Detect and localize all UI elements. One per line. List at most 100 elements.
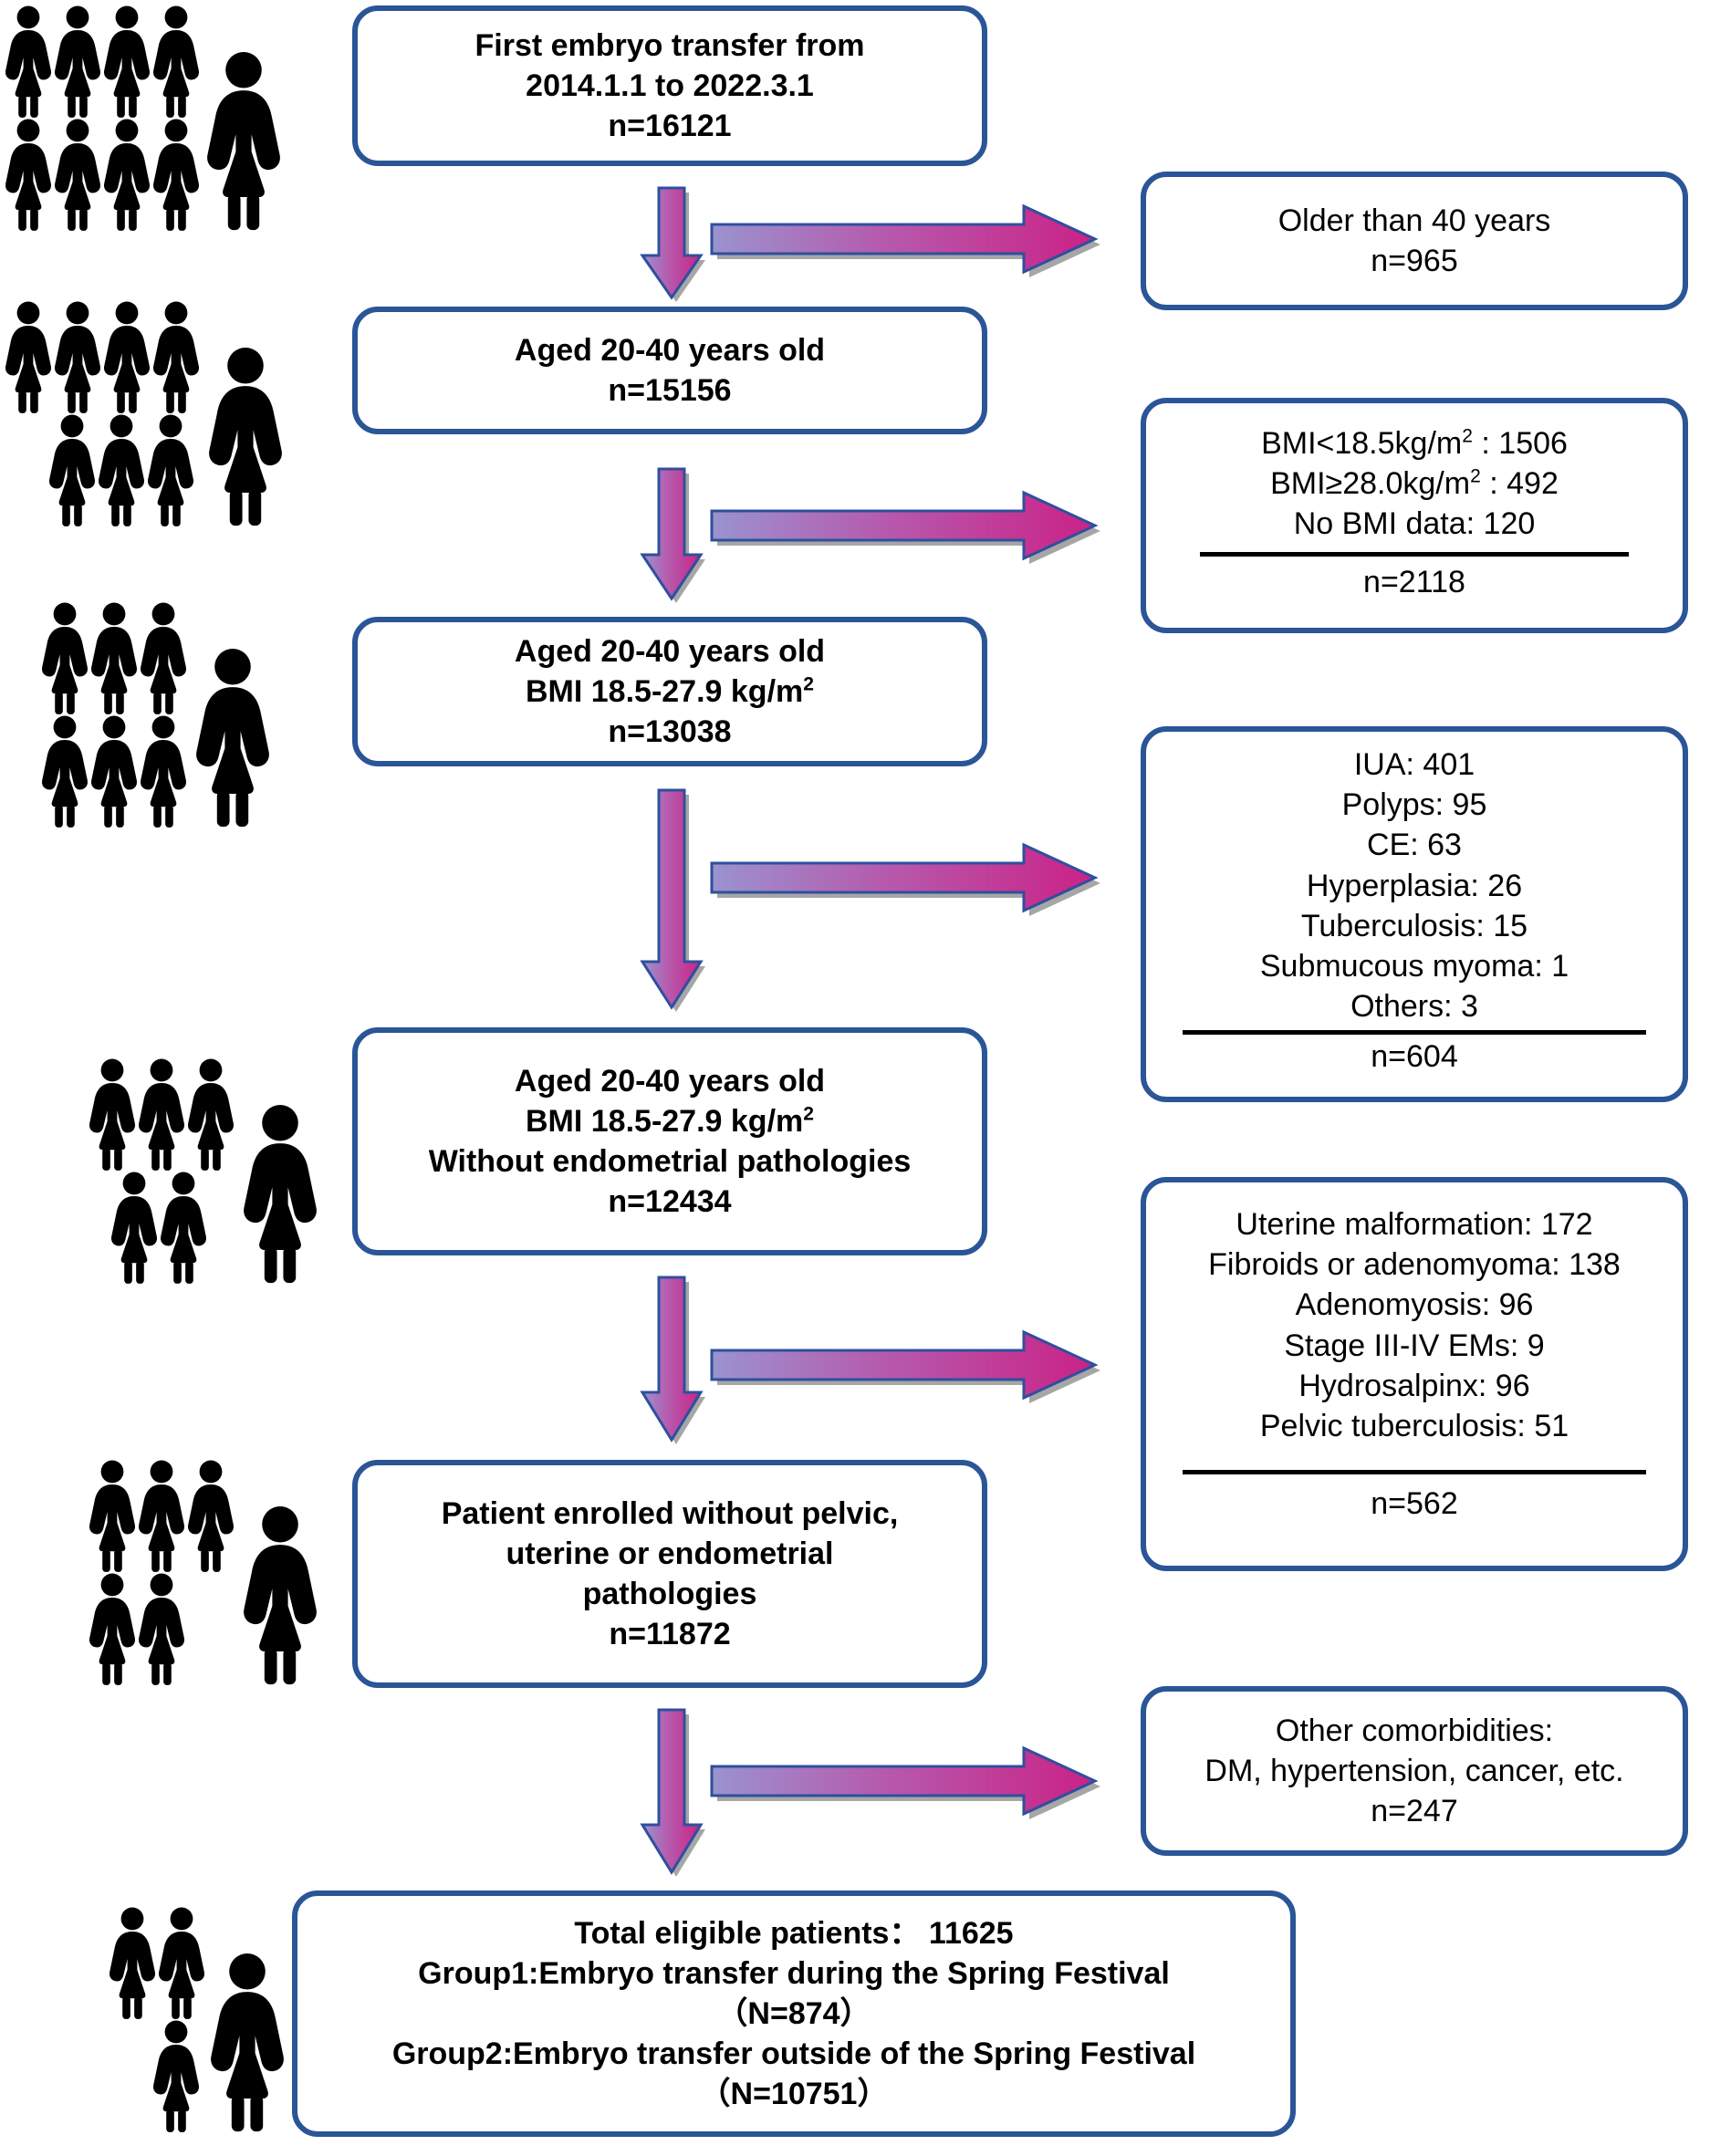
person-cluster-4 [88, 1058, 319, 1285]
exclusion-total: n=247 [1371, 1794, 1458, 1829]
person-icon [88, 1460, 137, 1573]
superscript-2: 2 [803, 1103, 814, 1125]
exclusion-item: Polyps: 95 [1341, 787, 1487, 823]
person-icon-large [208, 1953, 287, 2133]
person-icon [137, 1058, 186, 1172]
person-icon [157, 1907, 206, 2020]
person-icon-large [206, 347, 285, 527]
box-line: 2014.1.1 to 2022.3.1 [526, 68, 814, 103]
arrow-down-icon [640, 186, 705, 302]
superscript-2: 2 [1462, 425, 1473, 447]
exclusion-item: Hyperplasia: 26 [1306, 868, 1523, 903]
person-icon [108, 1907, 157, 2020]
small-figures-group [88, 1460, 235, 1686]
box-line-bmi: BMI 18.5-27.9 kg/m2 [526, 1101, 814, 1141]
person-icon [4, 5, 53, 119]
small-figures-group [88, 1058, 235, 1285]
box-count: n=16121 [608, 109, 732, 144]
person-cluster-1 [4, 5, 283, 232]
figure-row-bottom [88, 1172, 235, 1285]
main-box-first-embryo-transfer[interactable]: First embryo transfer from 2014.1.1 to 2… [352, 5, 987, 166]
box-line: Aged 20-40 years old [514, 332, 826, 368]
box-line: Aged 20-40 years old [514, 1063, 826, 1099]
arrow-right-icon [710, 1745, 1100, 1819]
figure-row-top [108, 1907, 206, 2020]
final-box-total-eligible[interactable]: Total eligible patients： 11625 Group1:Em… [292, 1890, 1296, 2137]
person-icon [53, 301, 102, 414]
figure-row-bottom [4, 119, 201, 232]
box-line-bmi-text: BMI 18.5-27.9 kg/m [526, 1103, 804, 1139]
person-icon-large [241, 1104, 319, 1285]
exclusion-box-bmi[interactable]: BMI<18.5kg/m2 : 1506 BMI≥28.0kg/m2 : 492… [1141, 398, 1688, 633]
person-icon [89, 715, 139, 828]
person-icon [53, 119, 102, 232]
exclusion-item: Submucous myoma: 1 [1259, 948, 1569, 984]
person-icon-large [204, 51, 283, 232]
main-box-aged-20-40[interactable]: Aged 20-40 years old n=15156 [352, 307, 987, 434]
person-icon [88, 1058, 137, 1172]
exclusion-box-endometrial-pathologies[interactable]: IUA: 401 Polyps: 95 CE: 63 Hyperplasia: … [1141, 726, 1688, 1102]
person-cluster-5 [88, 1460, 319, 1686]
box-line: Patient enrolled without pelvic, [441, 1495, 899, 1531]
exclusion-total: n=562 [1371, 1486, 1458, 1522]
box-line: uterine or endometrial [506, 1536, 834, 1571]
arrow-right-icon [710, 203, 1100, 277]
small-figures-group [40, 602, 188, 828]
arrow-right-icon [710, 842, 1100, 916]
final-total-line: Total eligible patients： 11625 [574, 1915, 1014, 1951]
person-icon [151, 2020, 201, 2133]
person-icon-large [193, 648, 272, 828]
exclusion-box-pelvic-uterine-pathologies[interactable]: Uterine malformation: 172 Fibroids or ad… [1141, 1177, 1688, 1571]
person-icon [89, 602, 139, 715]
arrow-down-icon [640, 788, 705, 1012]
exclusion-item: Stage III-IV EMs: 9 [1284, 1328, 1545, 1363]
main-box-aged-bmi-no-endometrial[interactable]: Aged 20-40 years old BMI 18.5-27.9 kg/m2… [352, 1027, 987, 1255]
divider-line [1200, 551, 1629, 557]
person-icon [139, 602, 188, 715]
exclusion-box-other-comorbidities[interactable]: Other comorbidities: DM, hypertension, c… [1141, 1686, 1688, 1856]
figure-row-bottom [4, 414, 201, 527]
figure-row-top [4, 301, 201, 414]
person-icon [159, 1172, 208, 1285]
figure-row-top [4, 5, 201, 119]
exclusion-item: Pelvic tuberculosis: 51 [1259, 1408, 1569, 1443]
person-icon [4, 119, 53, 232]
exclusion-item: Other comorbidities: [1275, 1713, 1554, 1748]
exclusion-item: CE: 63 [1367, 828, 1462, 863]
figure-row-bottom [88, 1573, 235, 1686]
superscript-2: 2 [1470, 465, 1481, 487]
exclusion-item: BMI≥28.0kg/m2 : 492 [1270, 465, 1559, 502]
box-count: n=13038 [608, 714, 732, 750]
main-box-aged-bmi[interactable]: Aged 20-40 years old BMI 18.5-27.9 kg/m2… [352, 617, 987, 766]
box-line: pathologies [582, 1577, 757, 1611]
person-cluster-3 [40, 602, 272, 828]
exclusion-item: Uterine malformation: 172 [1236, 1207, 1593, 1242]
exclusion-total: n=2118 [1363, 564, 1465, 599]
final-group1-n: （N=874） [716, 1995, 871, 2031]
exclusion-item: Adenomyosis: 96 [1295, 1287, 1534, 1323]
exclusion-total: n=965 [1371, 244, 1458, 278]
box-line-bmi-text: BMI 18.5-27.9 kg/m [526, 673, 804, 709]
figure-row-top [88, 1460, 235, 1573]
person-icon [151, 301, 201, 414]
person-cluster-6 [108, 1907, 287, 2133]
exclusion-item: No BMI data: 120 [1293, 506, 1536, 542]
arrow-right-icon [710, 490, 1100, 564]
exclusion-item: Older than 40 years [1277, 203, 1551, 238]
exclusion-item: Hydrosalpinx: 96 [1298, 1368, 1530, 1403]
arrow-down-icon [640, 467, 705, 603]
figure-row-top [40, 602, 188, 715]
divider-line [1183, 1470, 1646, 1475]
person-icon [139, 715, 188, 828]
box-count: n=15156 [608, 373, 732, 408]
small-figures-group [108, 1907, 206, 2133]
box-line-bmi: BMI 18.5-27.9 kg/m2 [526, 672, 814, 712]
exclusion-box-older-than-40[interactable]: Older than 40 years n=965 [1141, 172, 1688, 310]
divider-line [1183, 1030, 1646, 1036]
arrow-down-icon [640, 1276, 705, 1444]
final-group2-n: （N=10751） [699, 2077, 889, 2112]
person-icon [40, 602, 89, 715]
exclusion-item: Fibroids or adenomyoma: 138 [1208, 1247, 1621, 1283]
main-box-patient-enrolled[interactable]: Patient enrolled without pelvic, uterine… [352, 1460, 987, 1688]
